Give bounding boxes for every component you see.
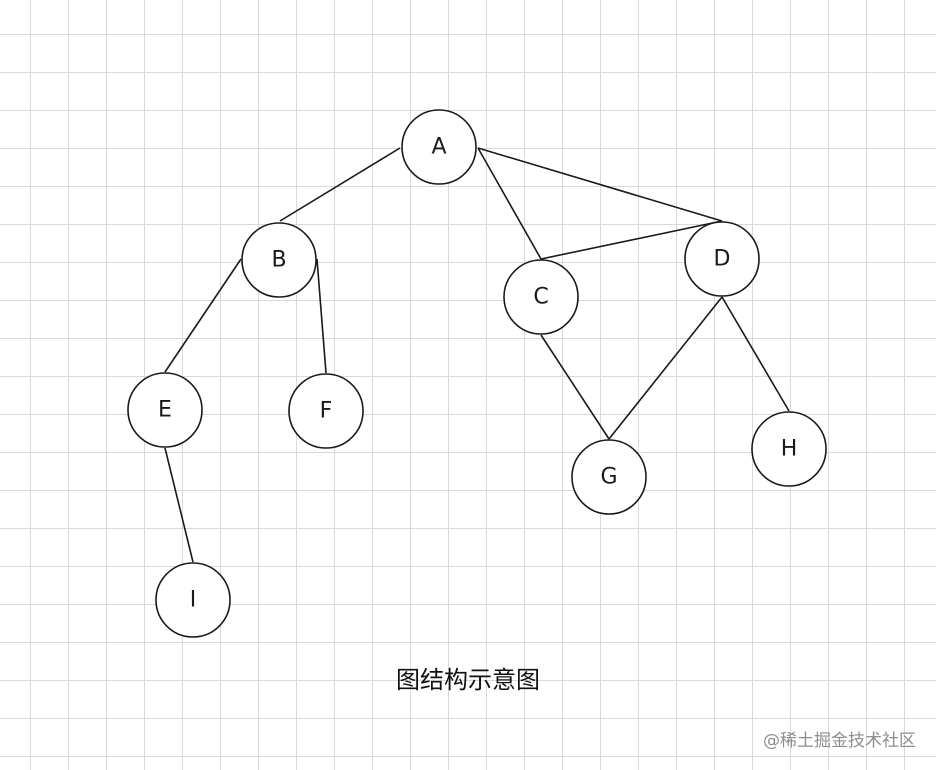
node-b: B <box>241 222 317 298</box>
node-a: A <box>401 109 477 185</box>
edge-b-e <box>164 258 242 373</box>
node-e: E <box>127 372 203 448</box>
edge-a-d <box>477 147 723 222</box>
edge-a-c <box>477 147 542 260</box>
edge-a-b <box>279 147 401 222</box>
node-c: C <box>503 259 579 335</box>
diagram-caption: 图结构示意图 <box>396 666 540 694</box>
edge-b-f <box>316 258 327 374</box>
watermark: @稀土掘金技术社区 <box>763 731 916 751</box>
node-label-d: D <box>714 247 731 272</box>
node-label-g: G <box>600 465 617 490</box>
edge-e-i <box>164 447 194 563</box>
node-f: F <box>288 373 364 449</box>
edge-c-g <box>540 334 610 440</box>
node-i: I <box>155 562 231 638</box>
node-label-a: A <box>431 135 446 160</box>
node-label-c: C <box>533 285 548 310</box>
node-label-e: E <box>158 398 172 423</box>
node-label-f: F <box>320 399 333 424</box>
node-d: D <box>684 221 760 297</box>
edges-group <box>164 147 790 563</box>
edge-d-g <box>608 296 723 440</box>
edge-c-d <box>540 220 723 260</box>
node-label-i: I <box>190 588 197 613</box>
edge-d-h <box>721 296 790 412</box>
node-label-h: H <box>781 437 798 462</box>
nodes-group: A B C D E F G <box>127 109 827 638</box>
node-g: G <box>571 439 647 515</box>
node-label-b: B <box>271 248 286 273</box>
node-h: H <box>751 411 827 487</box>
